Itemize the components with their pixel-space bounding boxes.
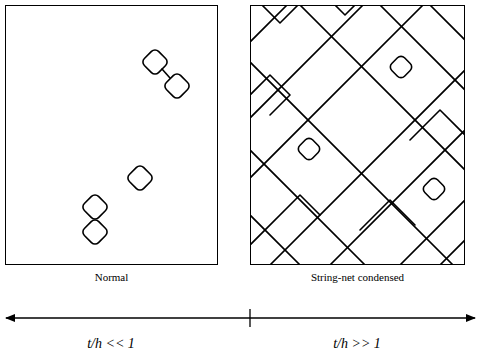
panel: String-net condensed [250,5,465,285]
string-net [251,6,464,264]
panel-frame [5,5,218,265]
panel-caption: Normal [5,271,218,283]
panel: Normal [5,5,218,285]
loops-normal [81,48,191,246]
parameter-axis [6,309,475,327]
panel-frame [250,5,465,265]
regime-label: t/h << 1 [85,336,137,352]
panel-caption: String-net condensed [250,271,465,283]
regime-label: t/h >> 1 [331,336,383,352]
